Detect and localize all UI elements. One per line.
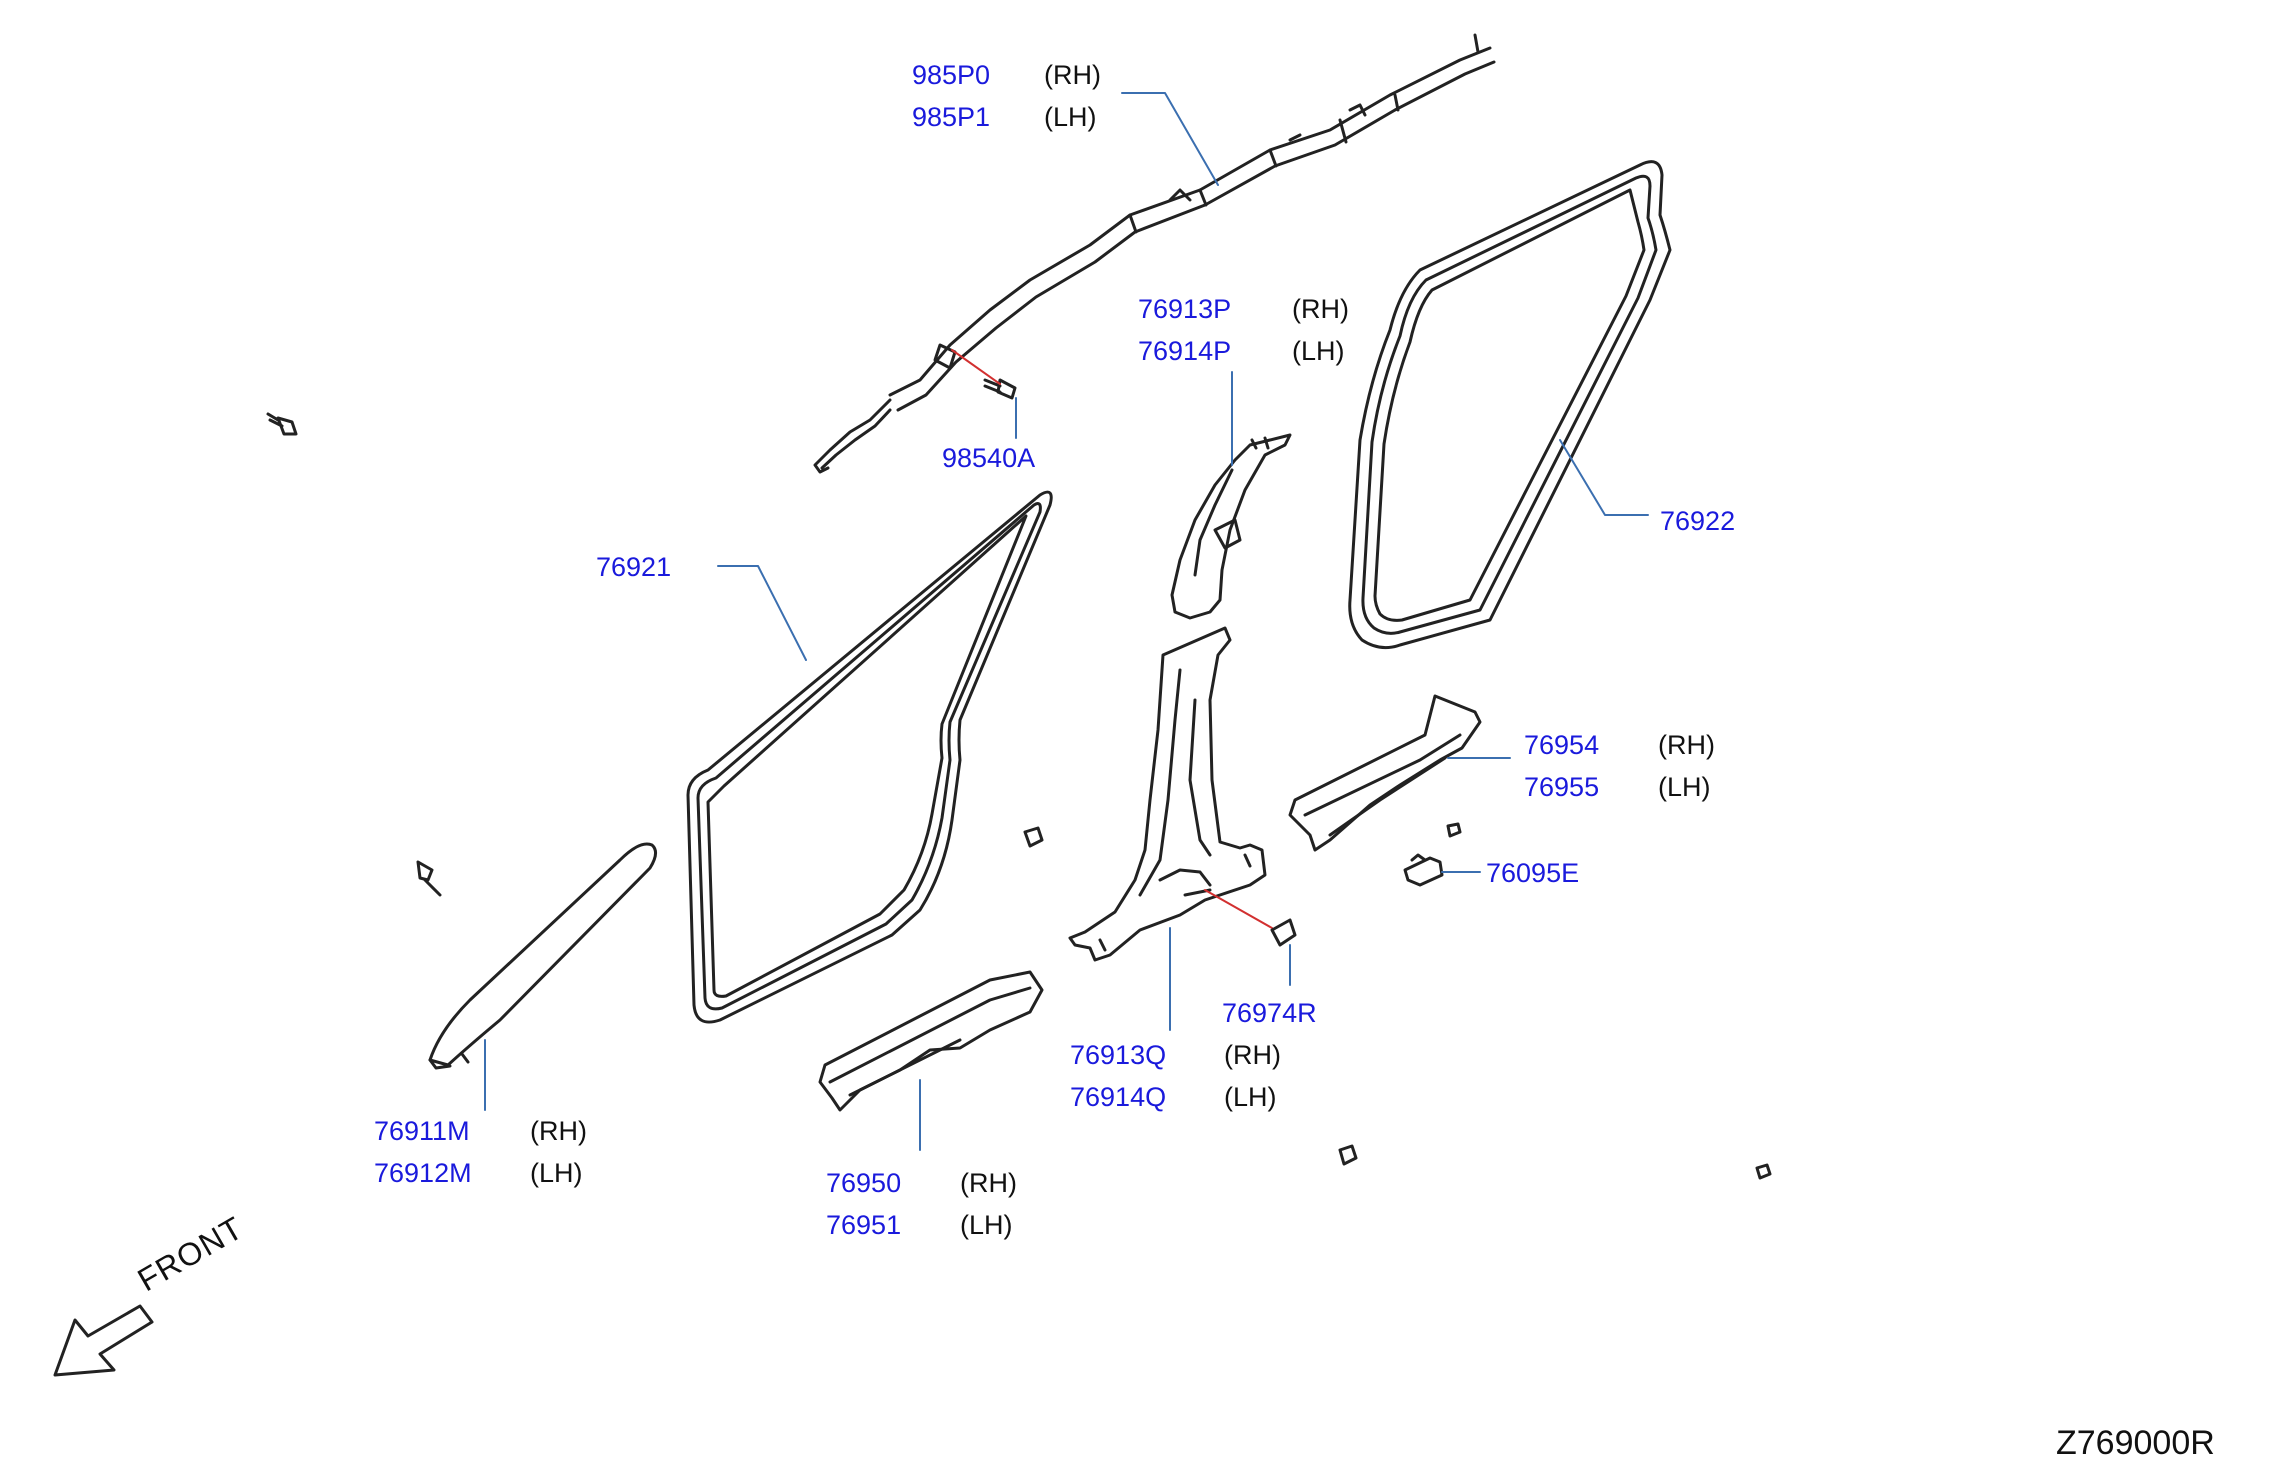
part-76921[interactable]: 76921: [596, 552, 672, 582]
airbag-bolt[interactable]: [983, 378, 1017, 400]
part-76951[interactable]: 76951: [826, 1210, 902, 1240]
part-76950-side: (RH): [960, 1168, 1017, 1198]
part-76911M[interactable]: 76911M: [374, 1116, 470, 1146]
front-door-weatherstrip[interactable]: [686, 490, 1053, 1024]
rear-door-weatherstrip[interactable]: [1348, 160, 1672, 650]
part-76974R[interactable]: 76974R: [1222, 998, 1317, 1028]
part-985P0[interactable]: 985P0: [912, 60, 991, 90]
center-pillar-lower-garnish[interactable]: [1068, 626, 1267, 962]
rear-kicking-plate[interactable]: [1288, 694, 1482, 852]
part-985P0-side: (RH): [1044, 60, 1101, 90]
part-76913P[interactable]: 76913P: [1138, 294, 1232, 324]
part-76954[interactable]: 76954: [1524, 730, 1600, 760]
part-76913Q-side: (RH): [1224, 1040, 1281, 1070]
part-76912M-side: (LH): [530, 1158, 583, 1188]
front-arrow-icon: [53, 1304, 154, 1377]
part-76955-side: (LH): [1658, 772, 1711, 802]
cap-red-leader: [1204, 889, 1273, 929]
center-pillar-upper-garnish[interactable]: [1170, 433, 1292, 620]
front-pillar-clip[interactable]: [416, 860, 442, 897]
clip[interactable]: [1403, 822, 1462, 887]
part-76950[interactable]: 76950: [826, 1168, 902, 1198]
pillar-cap[interactable]: [1270, 918, 1297, 947]
front-kicking-plate[interactable]: [818, 970, 1044, 1112]
part-76954-side: (RH): [1658, 730, 1715, 760]
bolt-red-leader: [951, 349, 1001, 385]
part-76914Q-side: (LH): [1224, 1082, 1277, 1112]
small-clip-1[interactable]: [1023, 826, 1044, 848]
part-76095E[interactable]: 76095E: [1486, 858, 1580, 888]
part-76914P-side: (LH): [1292, 336, 1345, 366]
front-pillar-garnish[interactable]: [428, 842, 657, 1070]
part-76914P[interactable]: 76914P: [1138, 336, 1232, 366]
part-76955[interactable]: 76955: [1524, 772, 1600, 802]
part-76911M-side: (RH): [530, 1116, 587, 1146]
part-76913Q[interactable]: 76913Q: [1070, 1040, 1167, 1070]
rear-door-leader: [1559, 439, 1649, 516]
part-985P1[interactable]: 985P1: [912, 102, 991, 132]
part-76913P-side: (RH): [1292, 294, 1349, 324]
part-76951-side: (LH): [960, 1210, 1013, 1240]
part-76922[interactable]: 76922: [1660, 506, 1736, 536]
part-98540A[interactable]: 98540A: [942, 443, 1036, 473]
small-clip-2[interactable]: [1338, 1144, 1358, 1166]
curtain-airbag[interactable]: [813, 33, 1496, 474]
drawing-code: Z769000R: [2056, 1424, 2215, 1462]
part-76912M[interactable]: 76912M: [374, 1158, 472, 1188]
airbag-leader: [1121, 92, 1219, 186]
front-door-leader: [717, 565, 807, 661]
part-985P1-side: (LH): [1044, 102, 1097, 132]
small-clip-3[interactable]: [1755, 1163, 1772, 1180]
loose-bolt[interactable]: [266, 412, 298, 436]
part-76914Q[interactable]: 76914Q: [1070, 1082, 1167, 1112]
